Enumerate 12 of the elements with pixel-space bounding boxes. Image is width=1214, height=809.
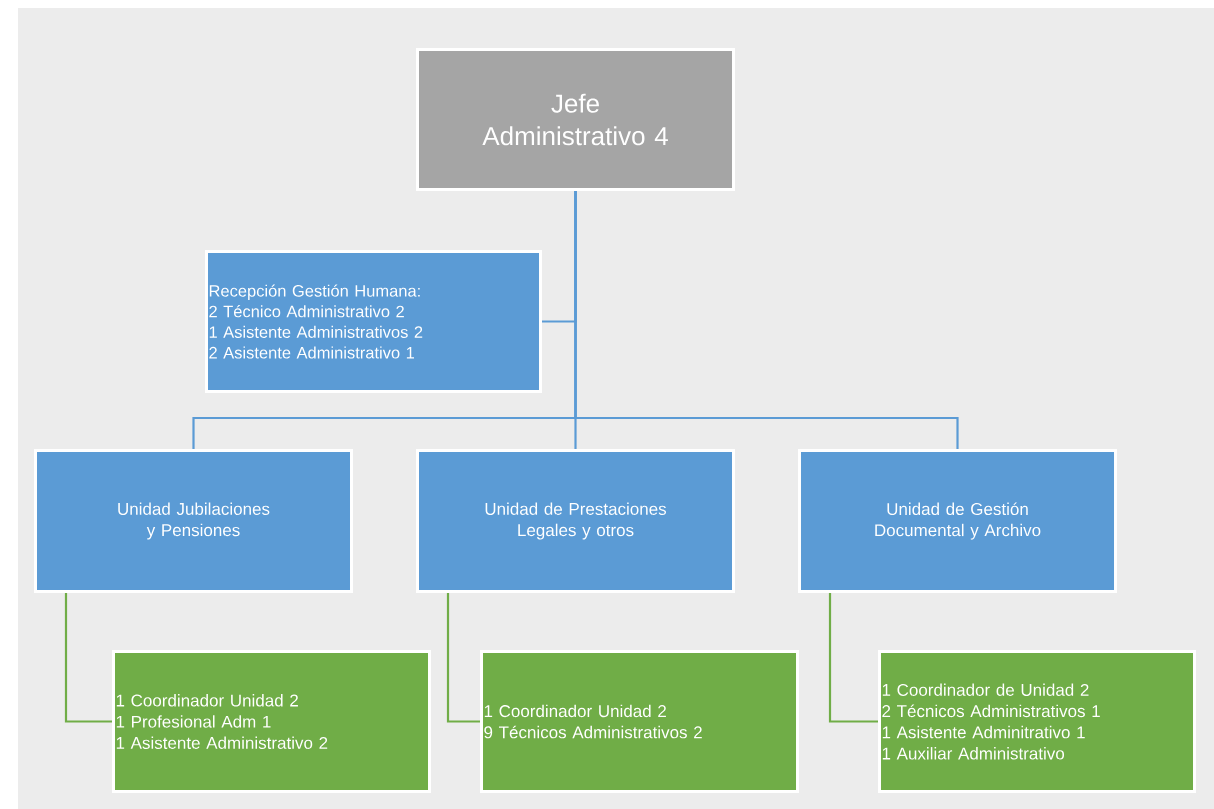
staff-box: 1 Coordinador de Unidad 2 2 Técnicos Administrativos 1 1 Asistente Adminitrativo 1 1 Auxiliar Administrativo	[878, 650, 1196, 793]
staff-box: Recepción Gestión Humana: 2 Técnico Administrativo 2 1 Asistente Administrativos 2 2 Asistente Administrativo 1	[205, 250, 542, 393]
staff-box: 1 Coordinador Unidad 2 1 Profesional Adm 1 1 Asistente Administrativo 2	[112, 650, 431, 793]
unit-box: Unidad Jubilaciones y Pensiones	[34, 449, 353, 593]
connector-line	[574, 191, 959, 449]
unit-box: Unidad de Prestaciones Legales y otros	[416, 449, 735, 593]
unit-box: Unidad de Gestión Documental y Archivo	[798, 449, 1117, 593]
staff-box: 1 Coordinador Unidad 2 9 Técnicos Administrativos 2	[480, 650, 799, 793]
connector-line	[828, 593, 878, 723]
connector-line	[446, 593, 480, 723]
connector-line	[64, 593, 112, 723]
head-box: Jefe Administrativo 4	[416, 48, 735, 191]
